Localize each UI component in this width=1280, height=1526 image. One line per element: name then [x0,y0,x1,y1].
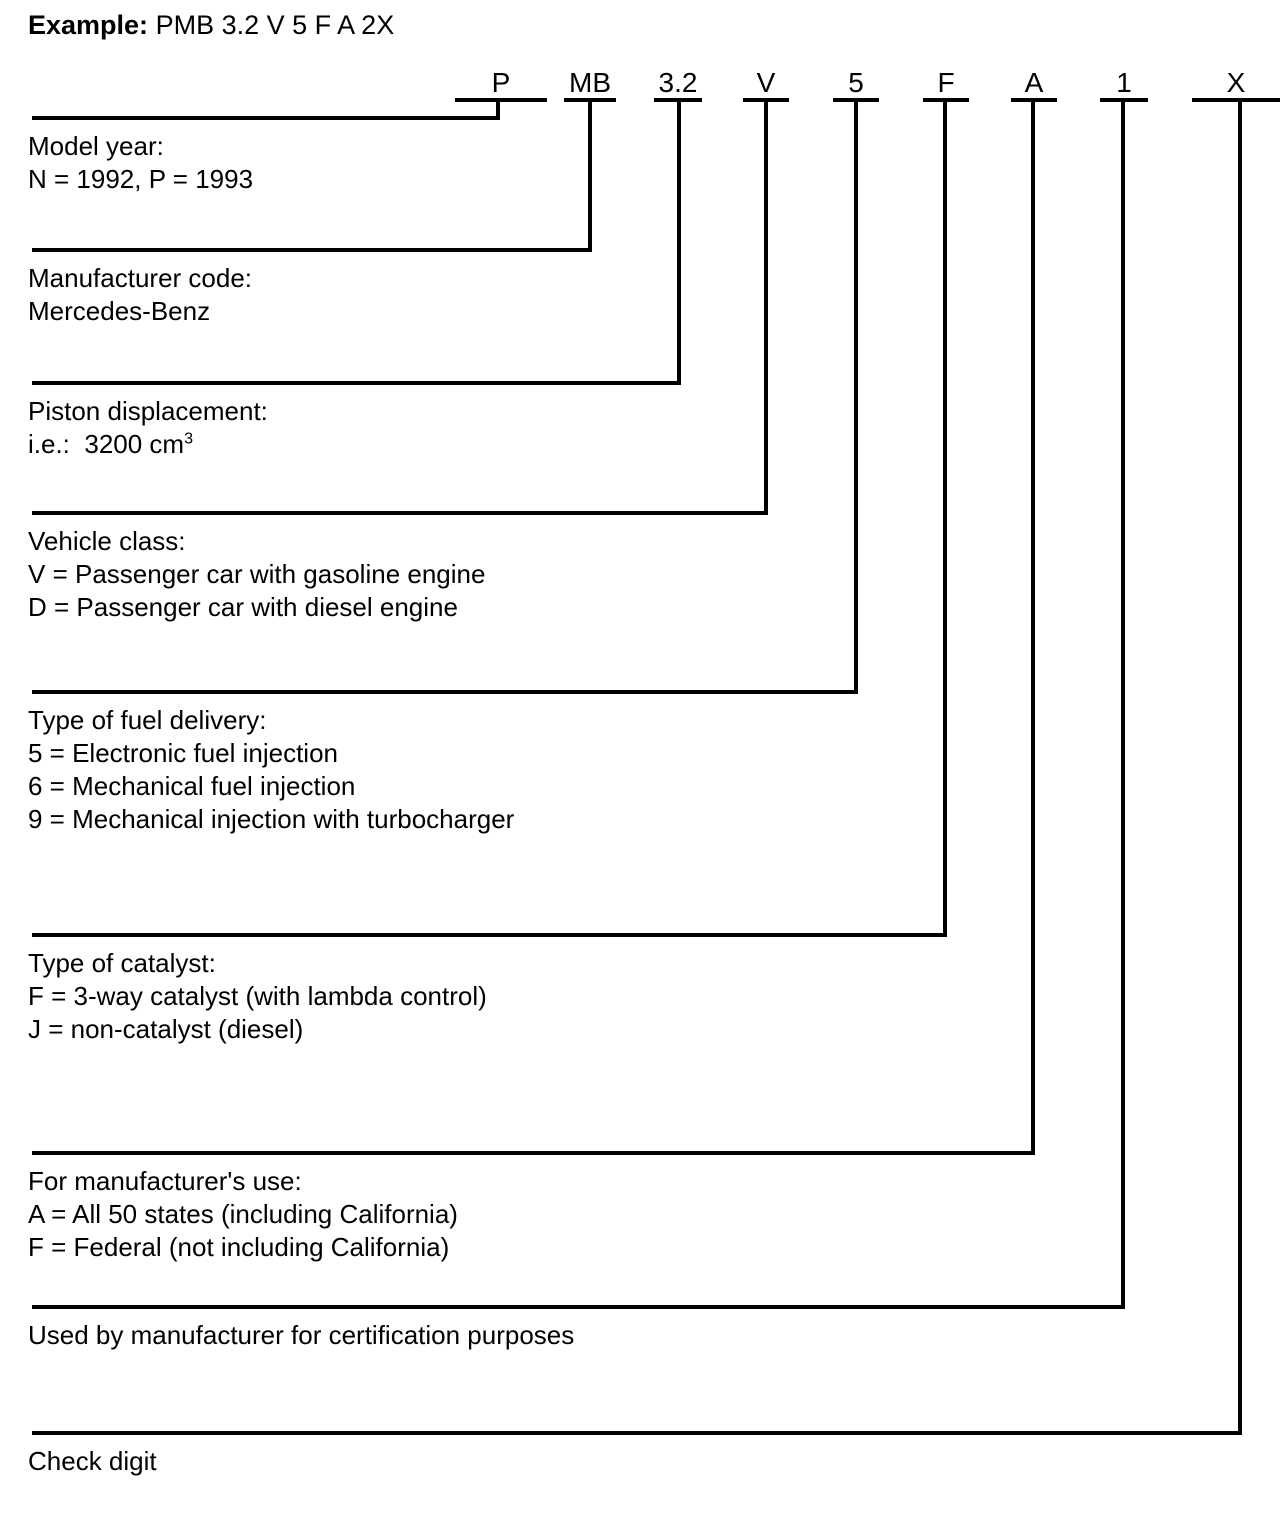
section-check-digit: Check digit [28,1445,157,1478]
code-cell-model-year: P [455,52,547,102]
divider-model-year [32,116,500,120]
section-title: Check digit [28,1446,157,1476]
section-catalyst: Type of catalyst: F = 3-way catalyst (wi… [28,947,487,1046]
connector-line-fuel-delivery [854,100,858,694]
divider-manufacturer-use [32,1151,1035,1155]
code-cell-vehicle-class: V [743,52,789,102]
divider-check-digit [32,1431,1242,1435]
code-cell-manufacturer: MB [564,52,616,102]
section-manufacturer-use: For manufacturer's use: A = All 50 state… [28,1165,458,1264]
section-manufacturer-code: Manufacturer code: Mercedes-Benz [28,262,252,328]
connector-line-manufacturer [588,100,592,252]
section-piston-displacement: Piston displacement: i.e.: 3200 cm3 [28,395,268,461]
code-cell-check-digit: X [1192,52,1280,102]
connector-line-certification [1121,100,1125,1309]
section-title: Model year: [28,131,164,161]
code-cell-displacement: 3.2 [654,52,702,102]
code-char: X [1226,67,1246,98]
section-item: i.e.: 3200 cm3 [28,429,194,459]
connector-line-model-year [496,100,500,120]
connector-line-check-digit [1238,100,1242,1435]
code-char: P [491,67,511,98]
section-item: 6 = Mechanical fuel injection [28,771,356,801]
section-item: 5 = Electronic fuel injection [28,738,339,768]
code-char: 5 [848,67,864,98]
connector-line-vehicle-class [764,100,768,515]
connector-line-catalyst [943,100,947,937]
section-item: Mercedes-Benz [28,296,211,326]
section-vehicle-class: Vehicle class: V = Passenger car with ga… [28,525,485,624]
section-title: For manufacturer's use: [28,1166,302,1196]
section-certification: Used by manufacturer for certification p… [28,1319,574,1352]
code-char: F [937,67,955,98]
connector-line-manufacturer-use [1031,100,1035,1155]
code-char: MB [569,67,611,98]
section-item: F = 3-way catalyst (with lambda control) [28,981,487,1011]
section-item: 9 = Mechanical injection with turbocharg… [28,804,515,834]
section-title: Vehicle class: [28,526,186,556]
code-cell-certification: 1 [1100,52,1148,102]
code-char: 1 [1116,67,1132,98]
code-underline [1192,98,1280,102]
section-item: V = Passenger car with gasoline engine [28,559,486,589]
code-cell-catalyst: F [923,52,969,102]
code-char: 3.2 [658,67,698,98]
section-title: Piston displacement: [28,396,268,426]
section-item: J = non-catalyst (diesel) [28,1014,304,1044]
section-title: Type of fuel delivery: [28,705,267,735]
example-header: Example: PMB 3.2 V 5 F A 2X [28,9,394,41]
section-title: Used by manufacturer for certification p… [28,1320,575,1350]
divider-displacement [32,381,681,385]
divider-fuel-delivery [32,690,858,694]
code-cell-fuel-delivery: 5 [833,52,879,102]
section-title: Type of catalyst: [28,948,216,978]
divider-vehicle-class [32,511,768,515]
code-char: A [1024,67,1044,98]
code-underline [455,98,547,102]
divider-catalyst [32,933,947,937]
code-char: V [756,67,776,98]
code-cell-manufacturer-use: A [1011,52,1057,102]
divider-manufacturer [32,248,592,252]
section-item: F = Federal (not including California) [28,1232,450,1262]
section-item: D = Passenger car with diesel engine [28,592,458,622]
example-value: PMB 3.2 V 5 F A 2X [155,10,395,40]
section-item: A = All 50 states (including California) [28,1199,458,1229]
section-fuel-delivery: Type of fuel delivery: 5 = Electronic fu… [28,704,514,836]
section-item: N = 1992, P = 1993 [28,164,254,194]
example-label: Example: [28,10,149,40]
section-title: Manufacturer code: [28,263,253,293]
section-model-year: Model year: N = 1992, P = 1993 [28,130,253,196]
connector-line-displacement [677,100,681,385]
divider-certification [32,1305,1125,1309]
